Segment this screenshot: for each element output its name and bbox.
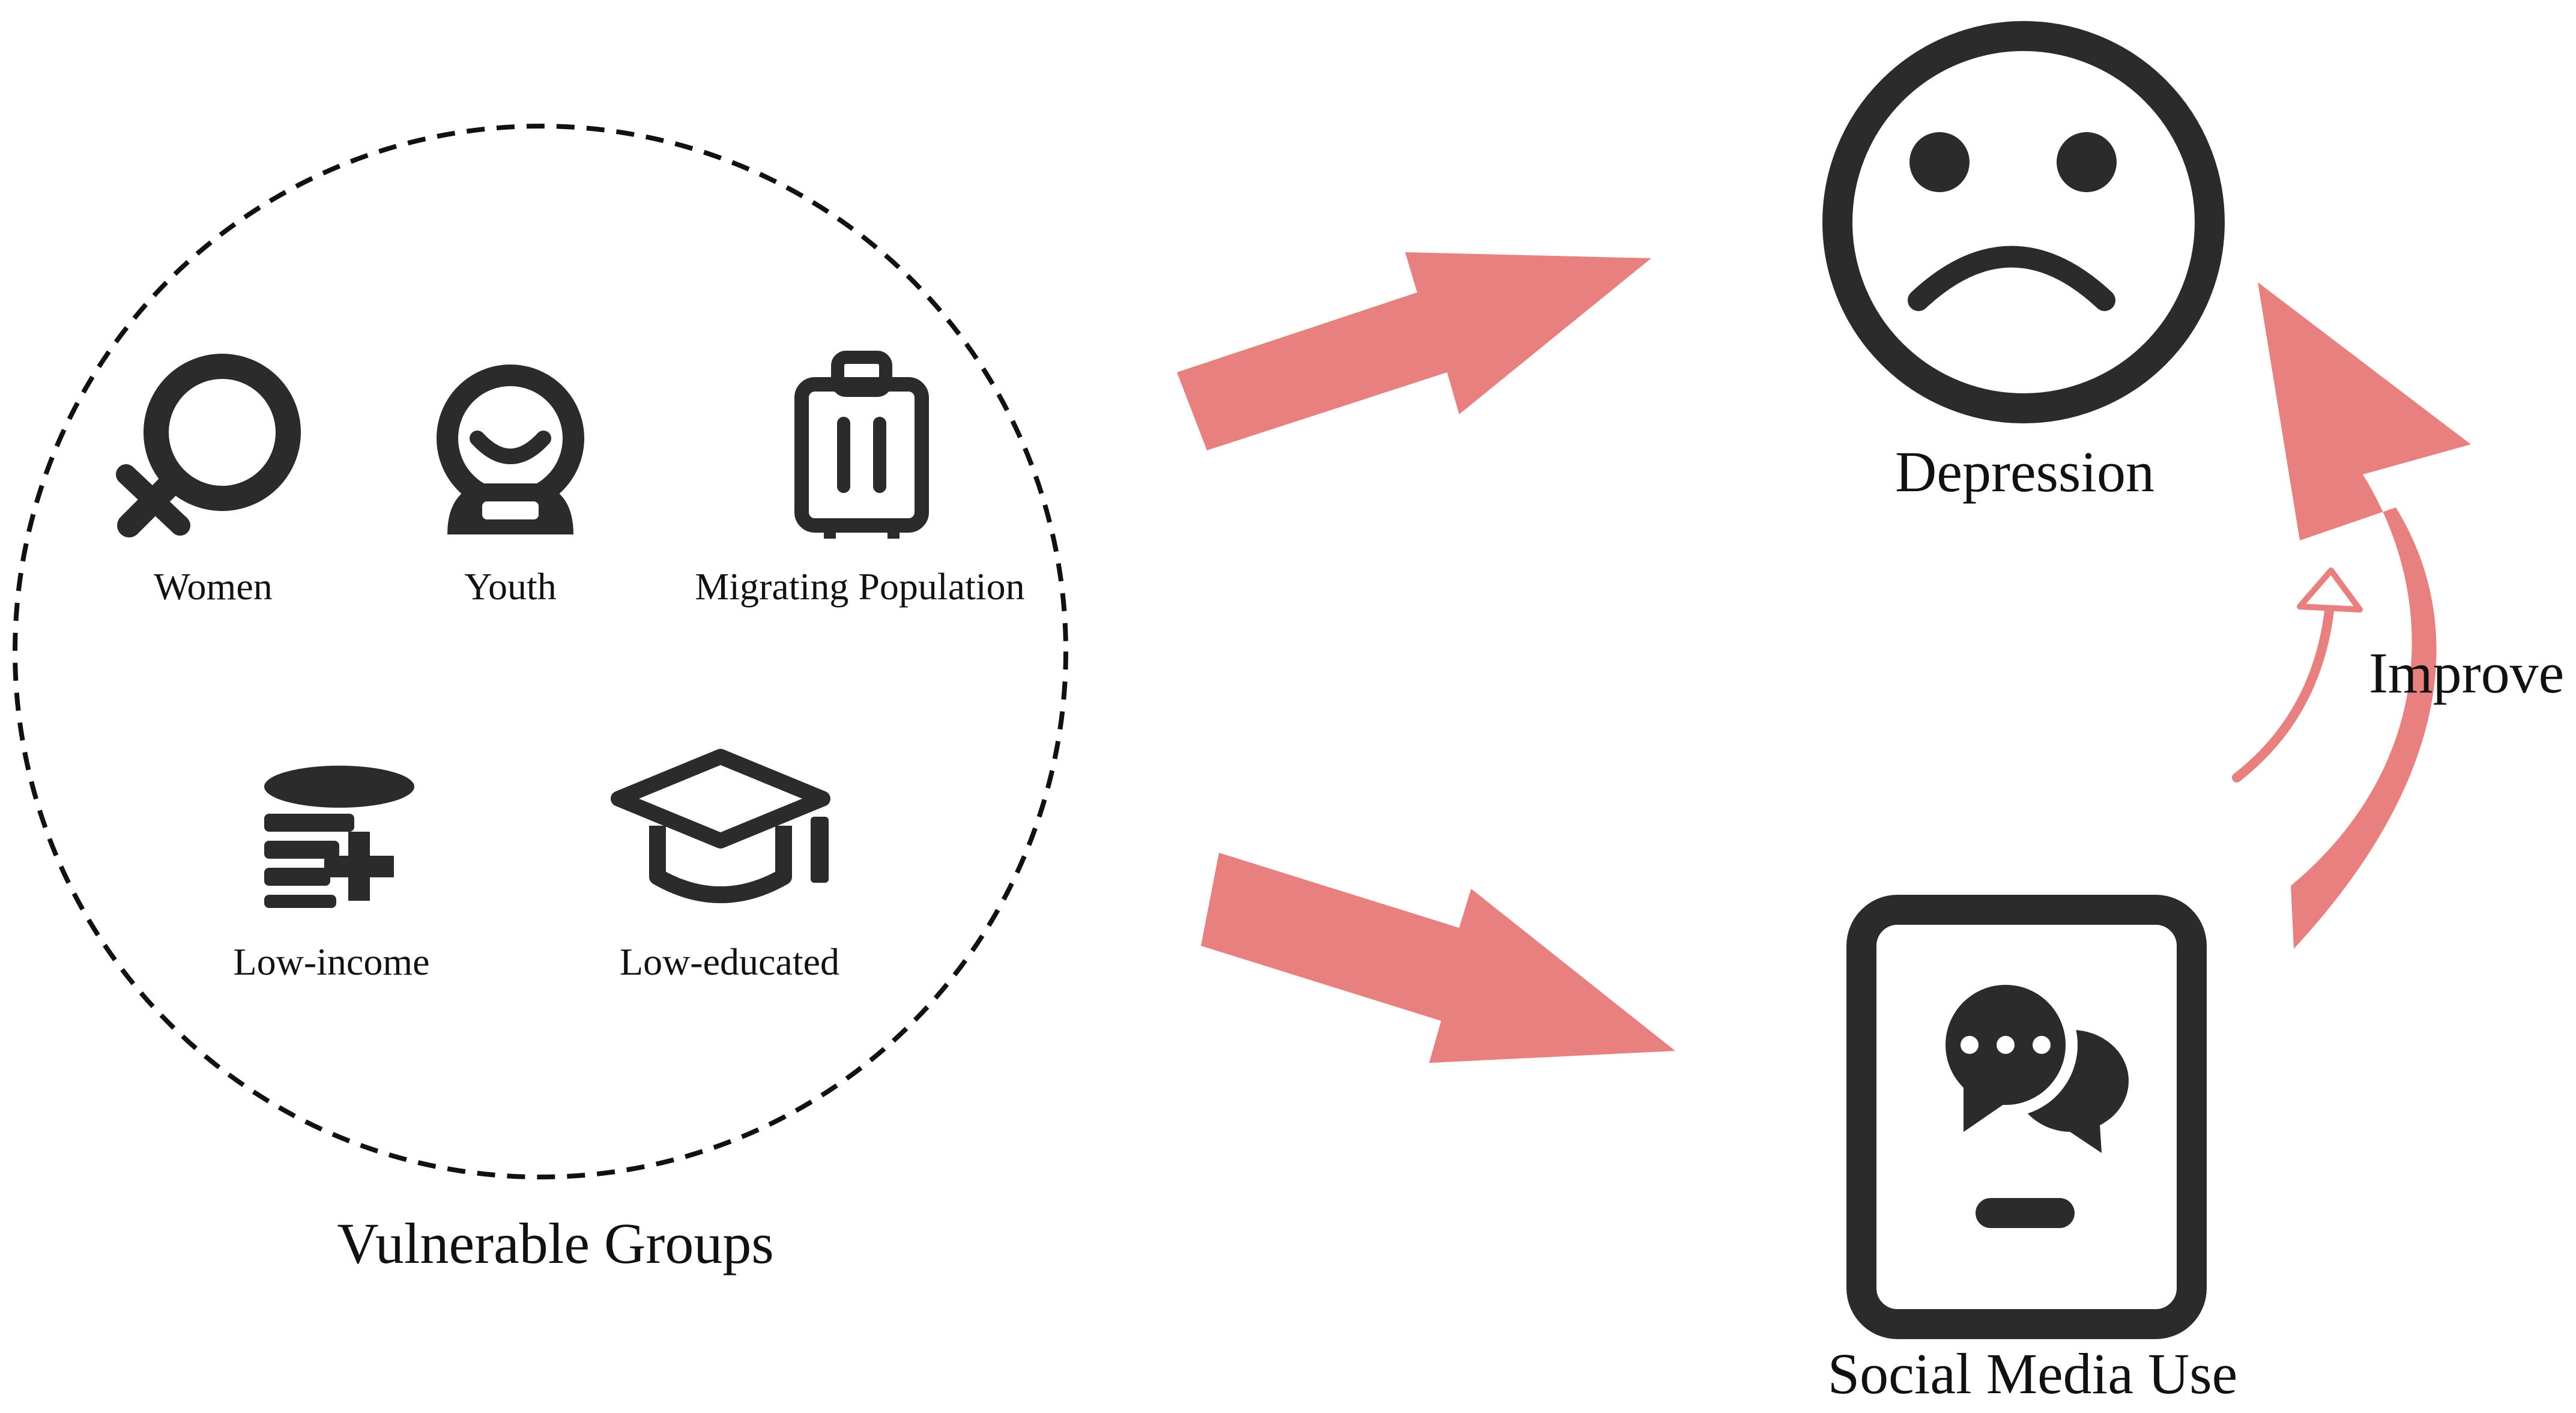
sad-face-icon	[1822, 21, 2225, 423]
tablet-chat-icon	[1846, 895, 2207, 1339]
label-low-educated: Low-educated	[619, 940, 840, 983]
label-improve: Improve	[2369, 641, 2565, 705]
label-migrating-population: Migrating Population	[695, 565, 1025, 608]
label-social-media-use: Social Media Use	[1827, 1342, 2238, 1406]
label-youth: Youth	[464, 565, 557, 608]
label-vulnerable-groups: Vulnerable Groups	[337, 1211, 774, 1275]
arrow-to-social-media	[1201, 853, 1675, 1063]
label-low-income: Low-income	[233, 940, 430, 983]
label-women: Women	[154, 565, 273, 608]
improve-curved-arrow	[2258, 282, 2471, 949]
arrow-to-depression	[1177, 252, 1651, 450]
female-symbol-icon	[116, 354, 301, 537]
vulnerable-groups-circle	[13, 124, 1068, 1179]
small-outlined-arrow	[2232, 567, 2363, 782]
child-face-icon	[437, 365, 584, 534]
label-depression: Depression	[1895, 440, 2154, 504]
coin-stack-plus-icon	[264, 766, 414, 908]
graduation-cap-icon	[611, 749, 830, 903]
suitcase-icon	[794, 351, 929, 539]
